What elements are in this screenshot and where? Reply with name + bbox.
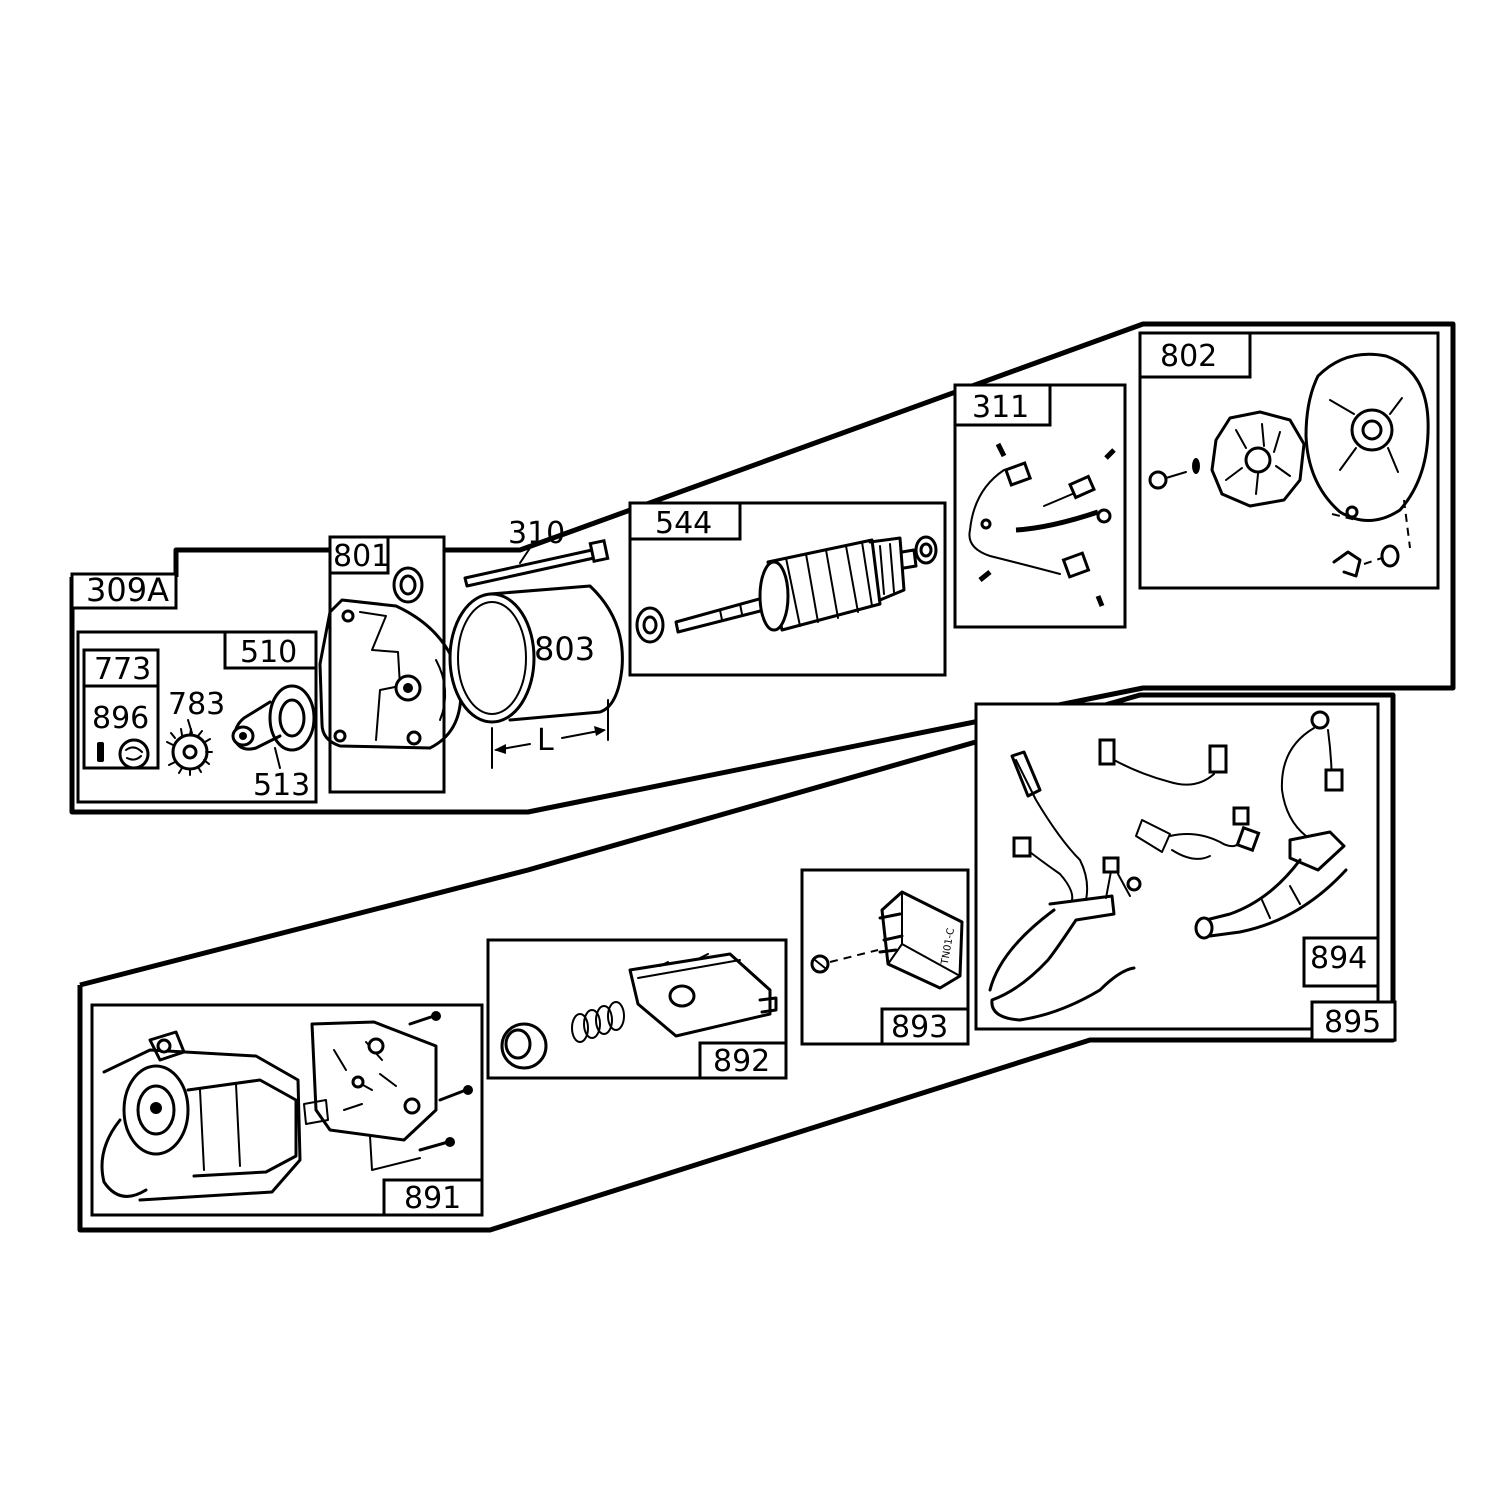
label-544-text: 544 (655, 506, 712, 541)
label-309a-text: 309A (86, 571, 169, 609)
pin-896 (97, 742, 104, 762)
label-896-text: 896 (92, 701, 149, 736)
label-310-text: 310 (508, 516, 565, 551)
motor-housing-803: 803 L (448, 584, 624, 769)
drive-end-cap-801 (318, 598, 463, 750)
plunger-892 (500, 1022, 548, 1070)
group-802: 802 (1138, 331, 1440, 590)
label-773-text: 773 (94, 652, 151, 687)
label-510-text: 510 (240, 635, 297, 670)
label-802-text: 802 (1160, 339, 1217, 374)
label-L-text: L (537, 723, 554, 758)
label-895-text: 895 (1324, 1005, 1381, 1040)
group-311: 311 (953, 383, 1127, 629)
starter-motor-891 (100, 1030, 302, 1202)
spring-892 (571, 1001, 625, 1043)
solenoid-bracket-891 (303, 1020, 438, 1142)
wiring-harness-895 (988, 750, 1142, 1022)
brush-springs-311 (978, 442, 1116, 607)
through-bolt-310: 310 (463, 516, 610, 588)
label-311-text: 311 (972, 390, 1029, 425)
label-893-text: 893 (891, 1010, 948, 1045)
drive-assembly-513 (231, 684, 316, 752)
label-309a: 309A (70, 571, 178, 610)
group-891: 891 (90, 1003, 484, 1217)
terminal-leads-895 (1098, 738, 1261, 860)
group-544: 544 (628, 501, 947, 677)
label-801-text: 801 (333, 539, 390, 574)
ground-lead-894 (1194, 710, 1348, 940)
screw-893 (810, 949, 879, 974)
commutator-end-cap-802 (1304, 352, 1430, 522)
group-510: 510 773 896 783 513 (76, 630, 318, 804)
group-801: 801 (318, 535, 463, 794)
label-513-text: 513 (253, 768, 310, 803)
brush-holder-802 (1210, 410, 1306, 508)
retainer-896 (118, 738, 150, 770)
solenoid-892 (628, 952, 778, 1038)
terminal-clip-802 (1332, 544, 1400, 578)
armature-544 (674, 536, 918, 634)
brush-leads-311 (968, 461, 1112, 579)
label-894-text: 894 (1310, 941, 1367, 976)
label-891-text: 891 (404, 1181, 461, 1216)
group-893: 893 TN01-C (800, 868, 970, 1046)
pinion-gear-783 (166, 728, 213, 776)
screws-891 (408, 1011, 473, 1152)
screw-802 (1148, 470, 1187, 490)
label-803-text: 803 (534, 630, 595, 668)
group-892: 892 (486, 938, 788, 1080)
group-895: 894 895 (974, 702, 1397, 1042)
label-892-text: 892 (713, 1044, 770, 1079)
label-783-text: 783 (168, 687, 225, 722)
washer-802 (1192, 458, 1200, 474)
